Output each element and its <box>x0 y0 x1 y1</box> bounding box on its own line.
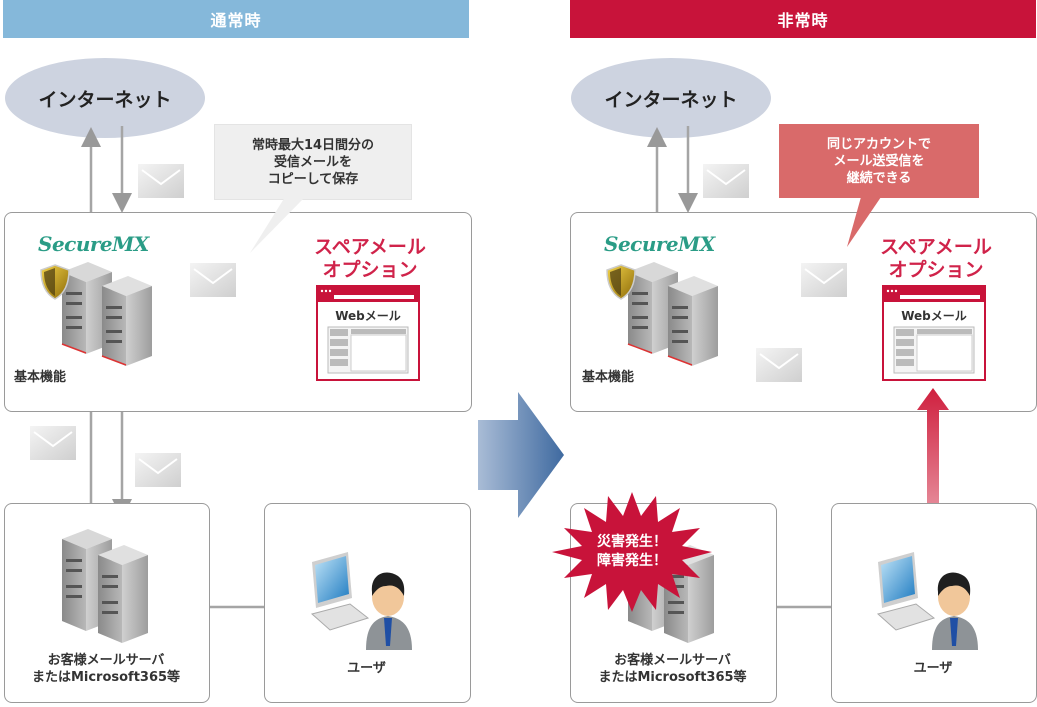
internet-node-normal: インターネット <box>5 58 205 138</box>
internet-label: インターネット <box>38 88 172 111</box>
user-box-emergency <box>831 503 1037 703</box>
spare-mail-title-line-1: スペアメール <box>314 236 426 258</box>
callout-normal: 常時最大14日間分の 受信メールを コピーして保存 <box>214 124 412 200</box>
emergency-mode-title: 非常時 <box>777 11 829 30</box>
customer-server-label: お客様メールサーバ またはMicrosoft365等 <box>570 652 775 686</box>
disaster-alert-line-2: 障害発生！ <box>597 553 667 569</box>
callout-emergency: 同じアカウントで メール送受信を 継続できる <box>779 124 979 198</box>
envelope-icon <box>190 263 236 297</box>
envelope-icon <box>756 348 802 382</box>
spare-mail-option-title: スペアメール オプション <box>866 236 1006 282</box>
disaster-alert-line-1: 災害発生！ <box>597 534 667 550</box>
spare-mail-option-title: スペアメール オプション <box>300 236 440 282</box>
user-label: ユーザ <box>913 661 953 676</box>
callout-line-2: メール送受信を <box>833 153 925 169</box>
right-arrow-icon <box>478 392 564 518</box>
basic-function-label: 基本機能 <box>582 370 635 385</box>
shield-icon <box>606 264 636 300</box>
shield-icon <box>40 264 70 300</box>
callout-line-1: 常時最大14日間分の <box>251 137 375 153</box>
webmail-window: Webメール <box>316 285 420 381</box>
callout-line-3: 継続できる <box>846 170 912 186</box>
starburst-icon <box>552 492 712 612</box>
webmail-label: Webメール <box>335 309 401 323</box>
user-to-webmail-red-arrow <box>917 388 949 526</box>
customer-server-label-line-1: お客様メールサーバ <box>47 653 165 668</box>
internet-node-emergency: インターネット <box>571 58 771 138</box>
spare-mail-title-line-2: オプション <box>322 259 418 281</box>
callout-pointer-normal <box>250 197 305 253</box>
envelope-icon <box>801 263 847 297</box>
securemx-logo: SecureMX <box>604 232 715 256</box>
callout-line-3: コピーして保存 <box>267 171 359 187</box>
webmail-label: Webメール <box>901 309 967 323</box>
normal-mode-title: 通常時 <box>210 11 262 30</box>
user-label: ユーザ <box>347 661 386 676</box>
disaster-alert: 災害発生！ 障害発生！ <box>548 533 716 571</box>
basic-function-label: 基本機能 <box>14 370 67 385</box>
browser-window-icon <box>882 285 986 381</box>
callout-line-2: 受信メールを <box>273 154 352 170</box>
callout-pointer-emergency <box>847 197 881 247</box>
envelope-icon <box>135 453 181 487</box>
normal-mode-header: 通常時 <box>3 0 469 38</box>
user-box-normal <box>264 503 471 703</box>
spare-mail-title-line-2: オプション <box>888 259 984 281</box>
server-rack-icon <box>62 529 148 643</box>
user-at-computer-icon <box>310 552 412 650</box>
callout-line-1: 同じアカウントで <box>826 136 931 152</box>
server-rack-icon <box>61 262 152 366</box>
browser-window-icon <box>316 285 420 381</box>
server-rack-icon <box>627 262 718 366</box>
internet-label: インターネット <box>604 88 738 111</box>
customer-server-label-line-2: またはMicrosoft365等 <box>598 670 747 685</box>
spare-mail-title-line-1: スペアメール <box>880 236 992 258</box>
customer-server-label-line-2: またはMicrosoft365等 <box>31 670 181 685</box>
envelope-icon <box>138 164 184 198</box>
envelope-icon <box>30 426 76 460</box>
securemx-logo: SecureMX <box>38 232 149 256</box>
customer-server-label-line-1: お客様メールサーバ <box>614 653 731 668</box>
envelope-icon <box>703 164 749 198</box>
user-at-computer-icon <box>876 552 978 650</box>
customer-server-label: お客様メールサーバ またはMicrosoft365等 <box>4 652 208 686</box>
webmail-window: Webメール <box>882 285 986 381</box>
emergency-mode-header: 非常時 <box>570 0 1036 38</box>
